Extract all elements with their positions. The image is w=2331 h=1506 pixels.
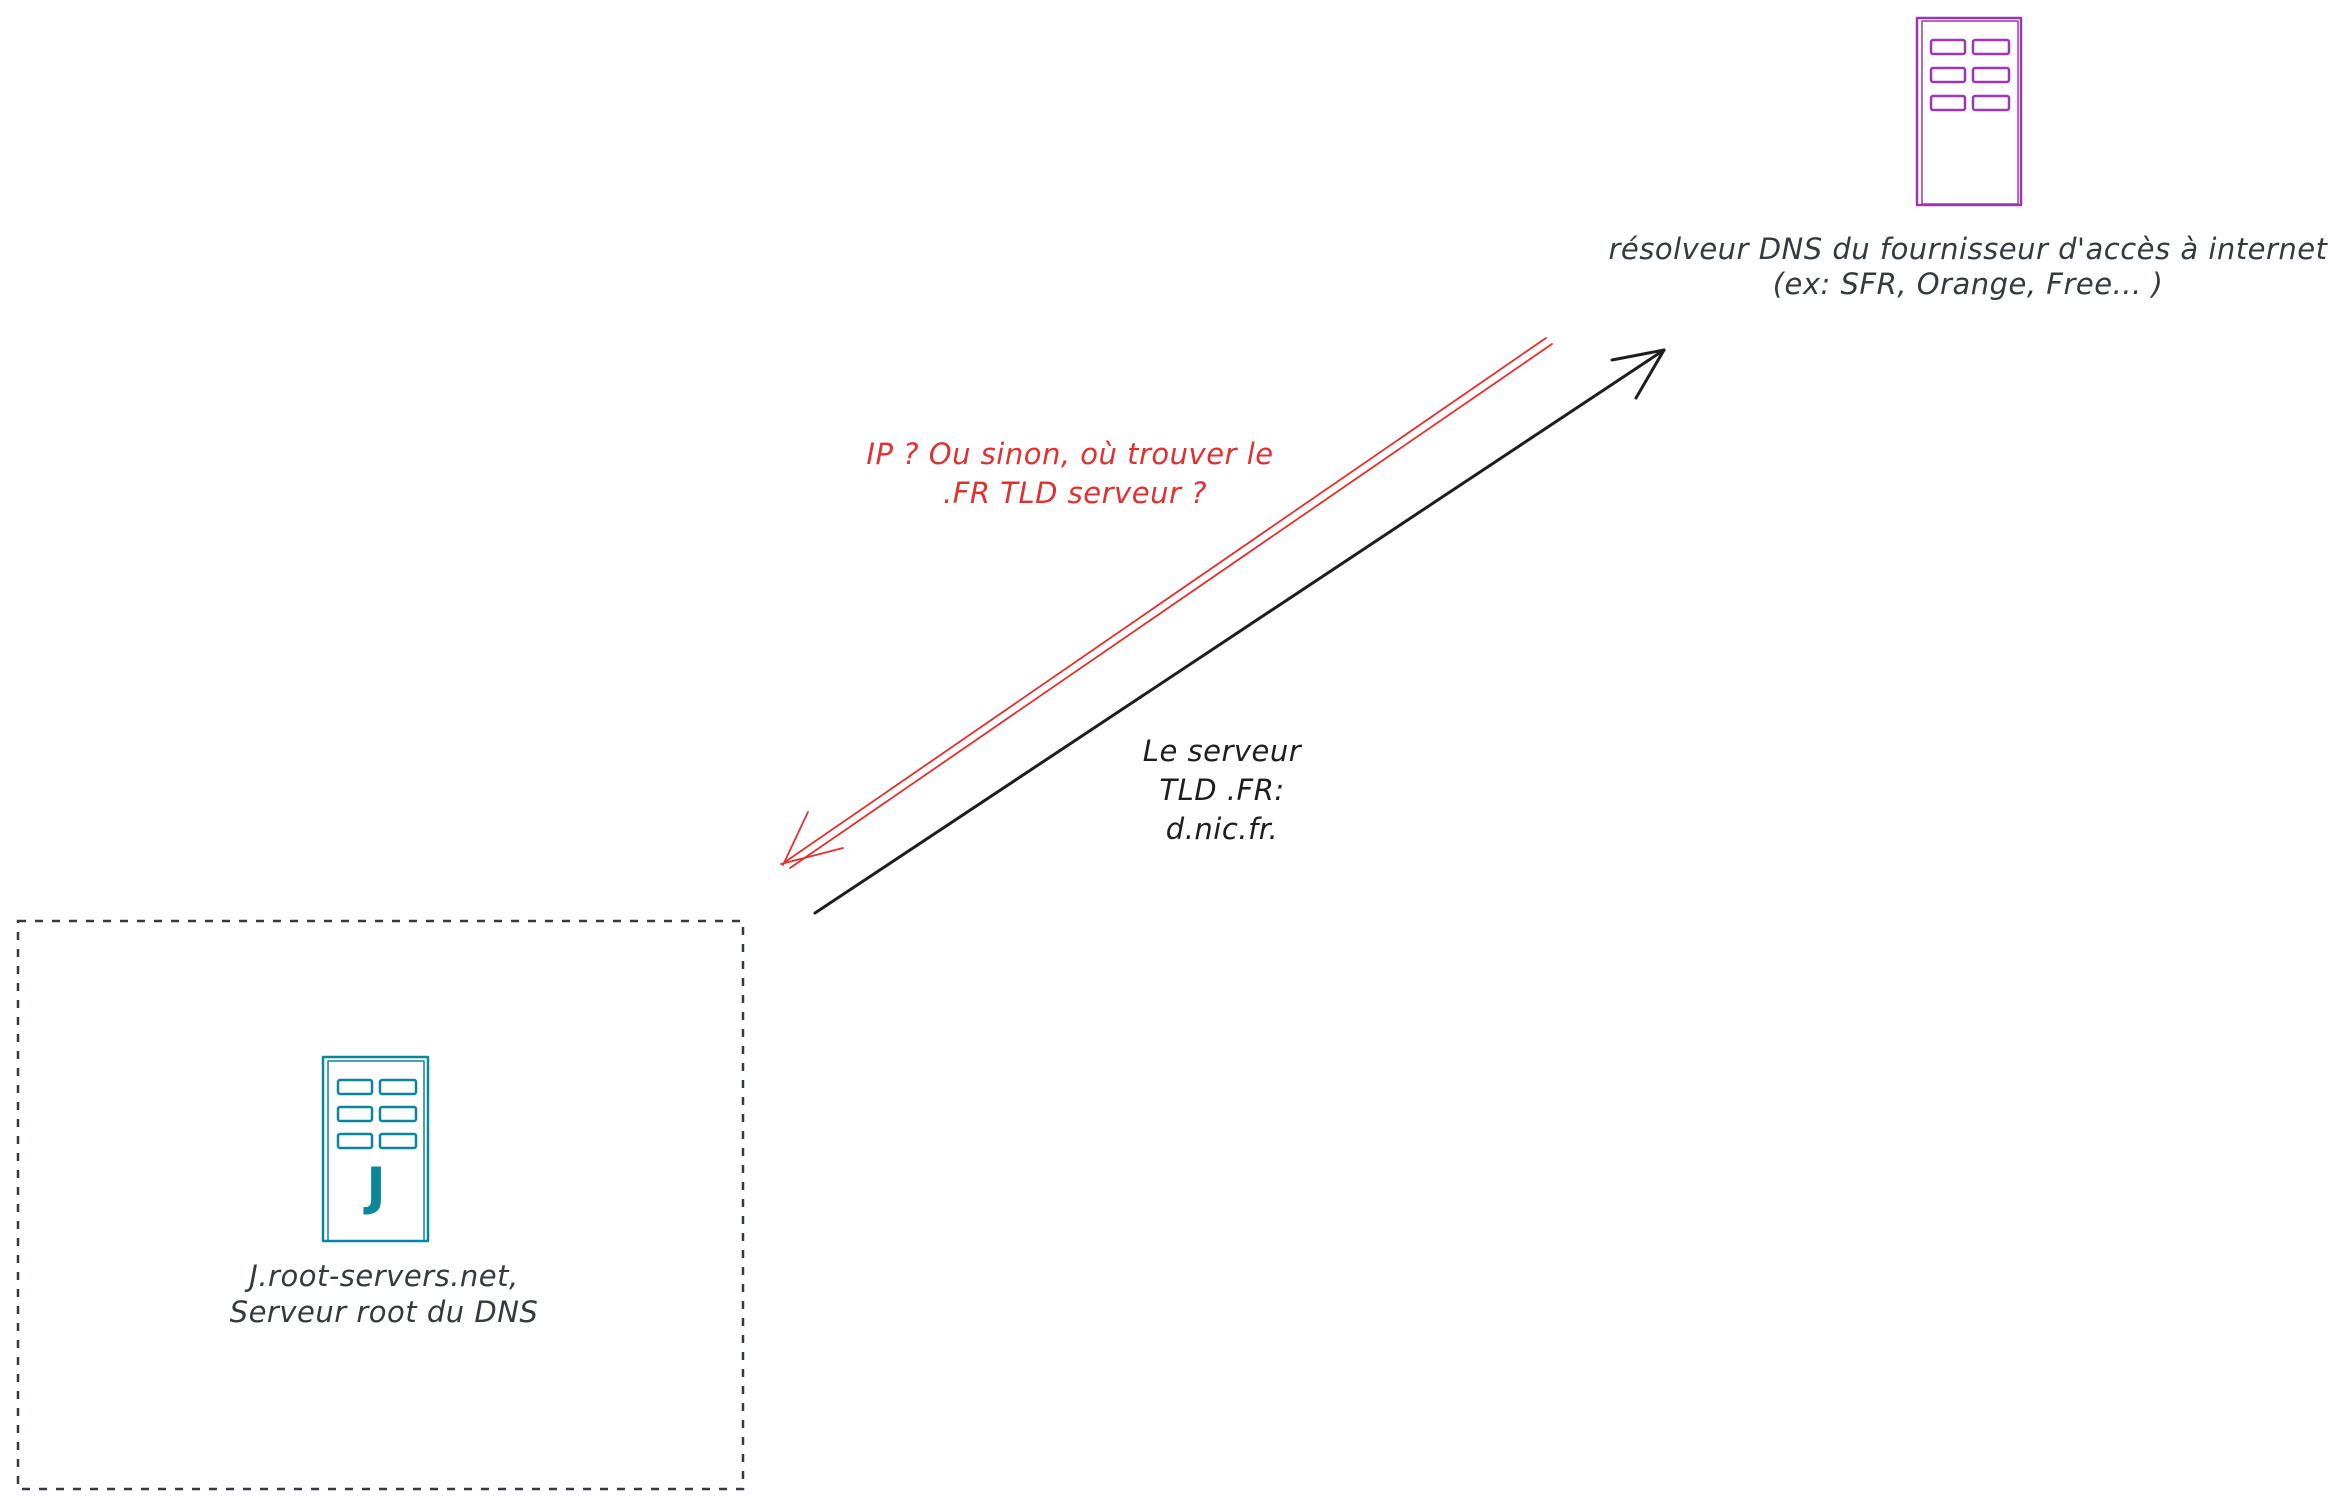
resolver-label-line2: (ex: SFR, Orange, Free... ) xyxy=(1773,267,2164,301)
resolver-label-line1: résolveur DNS du fournisseur d'accès à i… xyxy=(1609,232,2329,266)
response-label-line3: d.nic.fr. xyxy=(1166,812,1278,846)
response-arrow xyxy=(813,348,1666,915)
query-label-line2: .FR TLD serveur ? xyxy=(943,476,1207,510)
root-server-frame xyxy=(16,919,745,1491)
root-server-label-line1: J.root-servers.net, xyxy=(244,1259,518,1293)
query-label-line1: IP ? Ou sinon, où trouver le xyxy=(866,437,1273,471)
root-server-letter: J xyxy=(363,1157,385,1217)
root-server-label-line2: Serveur root du DNS xyxy=(230,1295,539,1329)
response-label-line2: TLD .FR: xyxy=(1159,773,1284,807)
root-server-icon xyxy=(321,1055,430,1243)
response-label-line1: Le serveur xyxy=(1143,734,1303,768)
query-arrow xyxy=(780,337,1553,869)
resolver-server-icon xyxy=(1915,16,2023,207)
